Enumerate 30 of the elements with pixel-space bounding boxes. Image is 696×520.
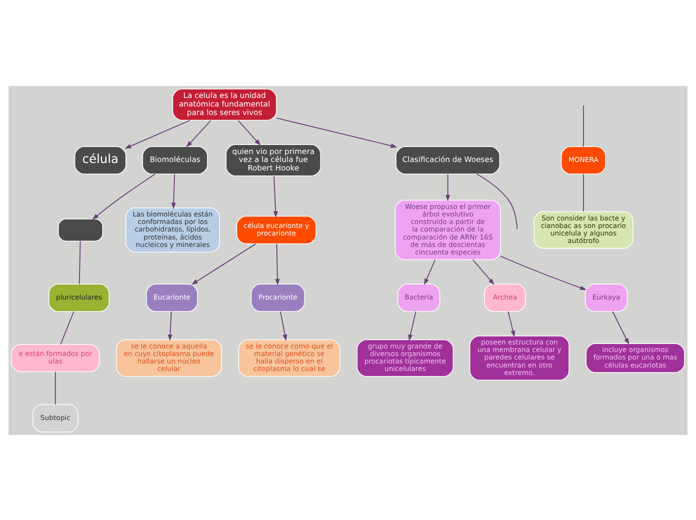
node-box: Biomoléculas: [142, 146, 208, 174]
node-box: célula: [74, 146, 126, 174]
arrow: [612, 310, 630, 344]
arrow: [124, 119, 190, 148]
arrow: [92, 173, 156, 220]
connector: [476, 173, 518, 230]
connector: [60, 310, 74, 344]
connector: [583, 173, 584, 212]
node-box: La celula es la unidad anatómica fundamental para los seres vivos: [172, 88, 277, 120]
arrow: [500, 255, 586, 290]
arrow: [446, 173, 450, 201]
arrow: [238, 120, 261, 146]
node-box: Clasificación de Woeses: [396, 146, 500, 174]
arrow: [273, 175, 278, 218]
arrow: [171, 173, 176, 209]
node-box: quien vio por primera vez a la célula fue Robert Hooke: [226, 144, 321, 176]
arrow: [424, 258, 436, 285]
arrow: [168, 310, 172, 340]
arrow: [408, 310, 416, 340]
arrow: [191, 242, 256, 284]
connector: [583, 104, 584, 146]
connector: [78, 240, 81, 284]
arrow: [276, 117, 398, 148]
arrow: [508, 310, 516, 337]
node-box: [58, 218, 104, 241]
arrow: [472, 258, 494, 284]
arrow: [186, 120, 212, 147]
connector: [54, 370, 56, 404]
arrow: [280, 310, 288, 340]
arrow: [275, 242, 280, 285]
